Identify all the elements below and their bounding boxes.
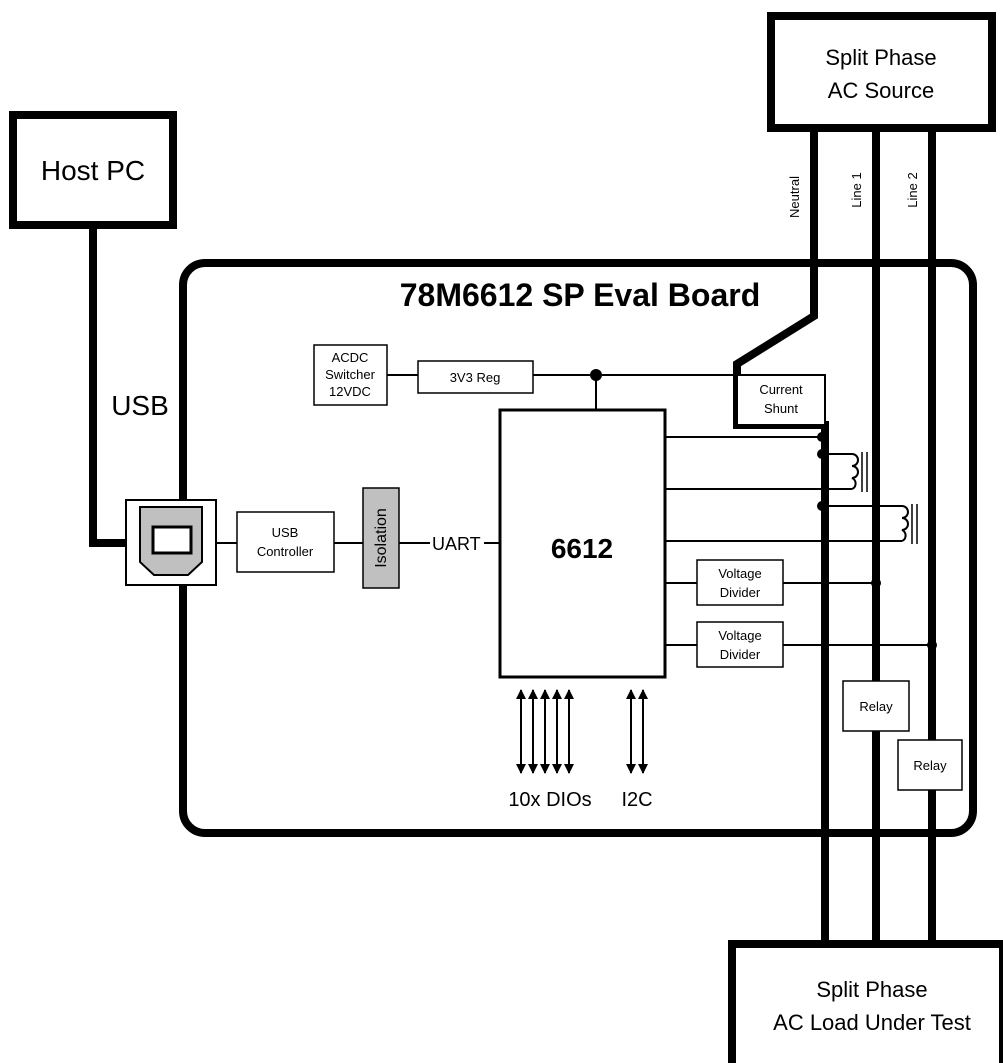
dio-label: 10x DIOs bbox=[508, 789, 591, 811]
isolation-label: Isolation bbox=[373, 508, 390, 568]
vd1-label-2: Divider bbox=[720, 585, 761, 600]
dio-arrows bbox=[516, 689, 574, 774]
i2c-label: I2C bbox=[621, 789, 652, 811]
usb-controller-box bbox=[236, 511, 335, 573]
vd2-label-2: Divider bbox=[720, 647, 761, 662]
current-transformer-1-icon bbox=[825, 452, 868, 492]
vd1-label-1: Voltage bbox=[718, 566, 761, 581]
ac-source-label-2: AC Source bbox=[828, 78, 934, 103]
relay-1-label: Relay bbox=[859, 699, 893, 714]
usb-label: USB bbox=[111, 390, 169, 421]
acdc-label-3: 12VDC bbox=[329, 384, 371, 399]
isolation-box bbox=[362, 487, 400, 589]
current-shunt-box bbox=[736, 374, 826, 426]
shunt-label-1: Current bbox=[759, 382, 803, 397]
ac-load-box bbox=[728, 940, 1003, 1063]
uart-label: UART bbox=[432, 534, 481, 554]
ac-source-label-1: Split Phase bbox=[825, 45, 936, 70]
usb-connector-icon bbox=[125, 499, 217, 586]
current-transformer-2-icon bbox=[901, 504, 918, 544]
voltage-divider-2-box bbox=[696, 621, 784, 668]
ac-source-box bbox=[767, 12, 996, 132]
acdc-label-2: Switcher bbox=[325, 367, 376, 382]
usb-controller-label-2: Controller bbox=[257, 544, 314, 559]
shunt-label-2: Shunt bbox=[764, 401, 798, 416]
acdc-label-1: ACDC bbox=[332, 350, 369, 365]
board-title: 78M6612 SP Eval Board bbox=[400, 277, 761, 313]
i2c-arrows bbox=[626, 689, 648, 774]
line2-label: Line 2 bbox=[905, 172, 920, 207]
neutral-label: Neutral bbox=[787, 176, 802, 218]
relay-1-box bbox=[842, 680, 910, 732]
chip-6612-box bbox=[498, 408, 667, 679]
chip-6612-label: 6612 bbox=[551, 533, 613, 564]
host-pc-label: Host PC bbox=[41, 155, 145, 186]
vd2-label-1: Voltage bbox=[718, 628, 761, 643]
ac-load-label-1: Split Phase bbox=[816, 977, 927, 1002]
ac-load-label-2: AC Load Under Test bbox=[773, 1010, 971, 1035]
line1-label: Line 1 bbox=[849, 172, 864, 207]
regulator-box bbox=[417, 360, 534, 394]
relay-2-box bbox=[897, 739, 963, 791]
regulator-label: 3V3 Reg bbox=[450, 370, 501, 385]
usb-cable bbox=[89, 225, 130, 547]
usb-controller-label-1: USB bbox=[272, 525, 299, 540]
neutral-wire bbox=[733, 128, 829, 940]
relay-2-label: Relay bbox=[913, 758, 947, 773]
